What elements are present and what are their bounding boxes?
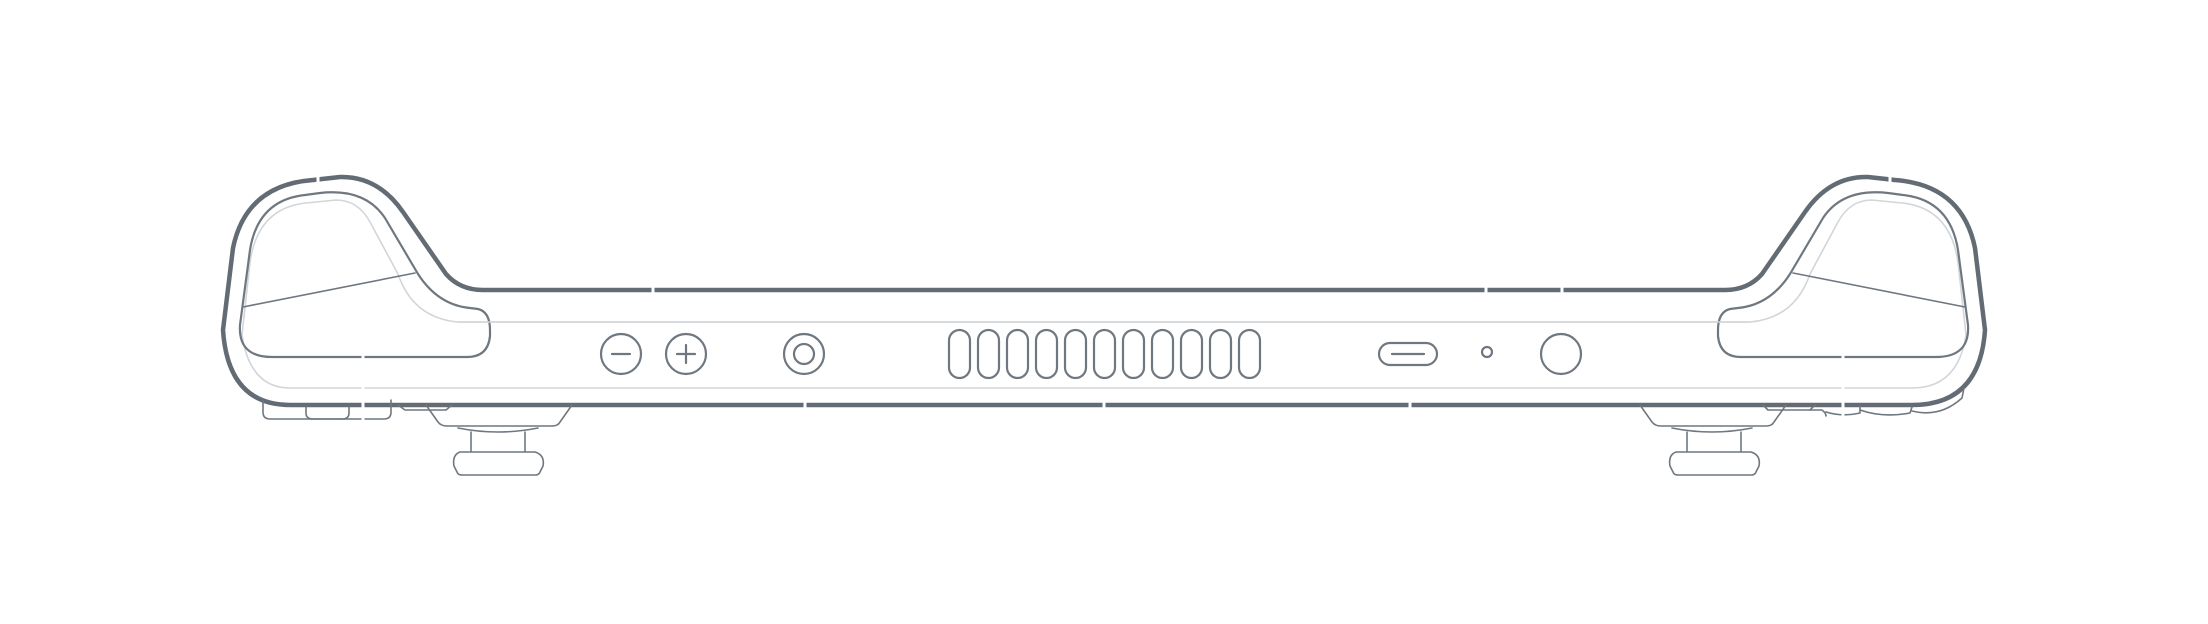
usb-c-port-icon [1377,341,1439,367]
left-trigger[interactable] [425,404,573,427]
right-trigger[interactable] [1639,404,1787,427]
speaker-grille-slot [1150,328,1175,380]
usb-c-port[interactable] [1377,341,1439,367]
microphone-hole-icon [1480,345,1494,359]
device-body [220,174,1988,408]
headphone-jack-icon [782,332,826,376]
right-grip-panel [1716,191,1970,359]
headphone-jack[interactable] [782,332,826,376]
outline-segment-breaks [316,172,1892,410]
volume-up-button[interactable] [664,332,708,376]
left-trigger-cap [452,451,545,476]
speaker-grille-slot [1005,328,1030,380]
power-button-icon[interactable] [1539,332,1583,376]
body-inner-faint-outline [241,199,1967,389]
speaker-grille-slot [976,328,1001,380]
speaker-grille-slot [1208,328,1233,380]
speaker-grille-slot [947,328,972,380]
speaker-grille-slot [1237,328,1262,380]
right-bumper-tab [1762,404,1816,411]
minus-circle-icon [599,332,643,376]
speaker-grille-slot [1179,328,1204,380]
speaker-grille [947,328,1262,380]
speaker-grille-slot [1063,328,1088,380]
plus-circle-icon [664,332,708,376]
right-shoulder-details [1639,350,1965,476]
left-grip-panel [238,191,492,359]
right-grip-seam [1792,272,1966,308]
top-ports [599,328,1583,380]
speaker-grille-slot [1092,328,1117,380]
left-grip-seam [242,272,416,308]
speaker-grille-slot [1121,328,1146,380]
right-trigger-cap [1668,451,1761,476]
volume-down-button[interactable] [599,332,643,376]
left-shoulder-details [262,350,573,476]
speaker-grille-slot [1034,328,1059,380]
body-outer-outline [220,174,1988,408]
